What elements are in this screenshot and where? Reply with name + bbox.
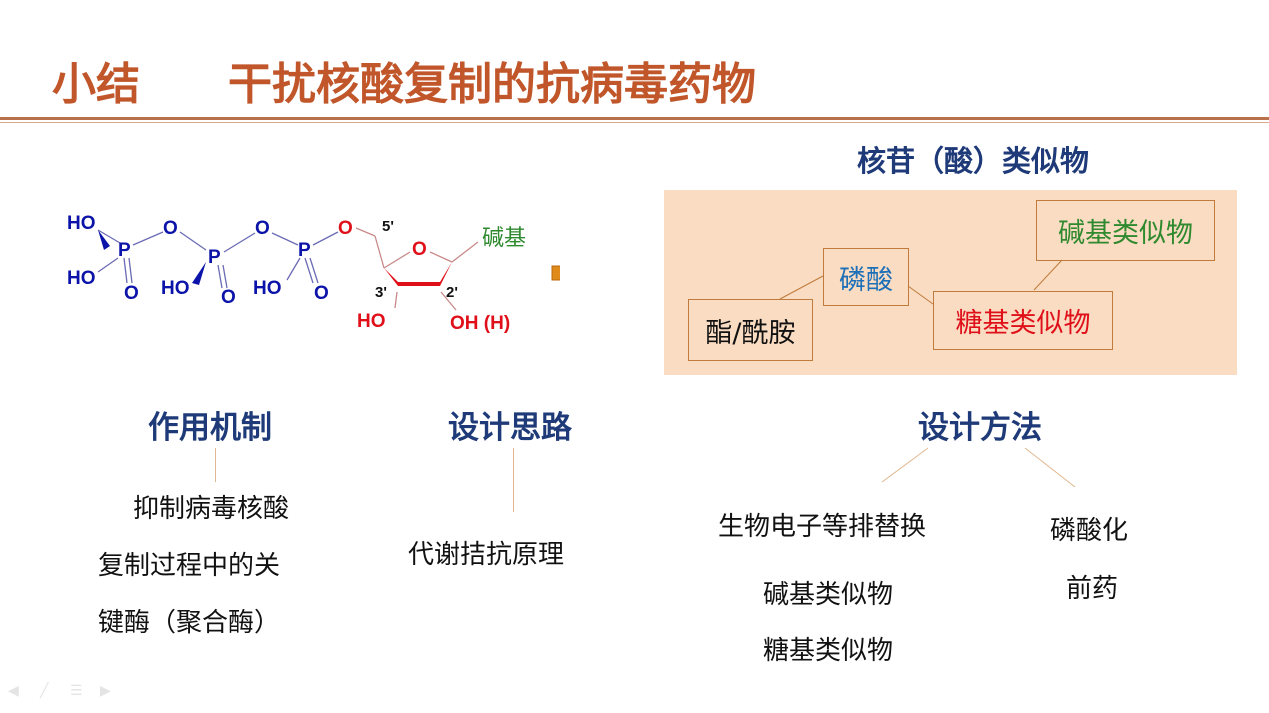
analog-panel: 碱基类似物 磷酸 糖基类似物 酯/酰胺 <box>664 190 1237 375</box>
atom-label: O <box>314 283 329 304</box>
pen-icon[interactable]: ╱ <box>40 683 49 699</box>
atom-label: O <box>338 218 353 239</box>
atom-label: OH (H) <box>450 313 510 334</box>
connector-lines <box>779 259 1063 305</box>
atom-label: P <box>118 240 131 261</box>
atom-label: HO <box>67 213 96 234</box>
arrow-icon <box>551 265 560 281</box>
atom-label: O <box>255 218 270 239</box>
summary-label: 小结 <box>52 59 140 110</box>
nucleotide-structure: HO HO P O O P HO O O P HO O O O HO OH (H… <box>67 213 560 334</box>
position-label: 5' <box>382 218 394 235</box>
page-title: 干扰核酸复制的抗病毒药物 <box>228 59 756 110</box>
phosphate-box: 磷酸 <box>823 248 909 306</box>
method-item: 磷酸化 <box>1050 516 1129 546</box>
position-label: 3' <box>375 284 387 301</box>
atom-label: P <box>298 240 311 261</box>
panel-title: 核苷（酸）类似物 <box>856 144 1090 178</box>
divider-thin <box>0 122 1269 123</box>
position-label: 2' <box>446 284 458 301</box>
mechanism-line: 键酶（聚合酶） <box>98 608 281 638</box>
menu-icon[interactable]: ☰ <box>70 683 83 699</box>
method-item: 前药 <box>1066 574 1119 604</box>
next-icon[interactable]: ▶ <box>100 683 111 699</box>
design-idea-heading: 设计思路 <box>448 410 572 446</box>
atom-label: HO <box>253 278 282 299</box>
atom-label: P <box>208 247 221 268</box>
connector-line <box>215 448 216 482</box>
design-method-heading: 设计方法 <box>918 410 1042 446</box>
method-item: 生物电子等排替换 <box>718 512 927 542</box>
atom-label: O <box>221 287 236 308</box>
atom-label: HO <box>67 268 96 289</box>
atom-label: HO <box>161 278 190 299</box>
mechanism-line: 抑制病毒核酸 <box>133 494 290 524</box>
ester-amide-box: 酯/酰胺 <box>688 299 813 361</box>
divider <box>0 117 1269 120</box>
atom-label: O <box>124 283 139 304</box>
method-item: 糖基类似物 <box>763 636 894 666</box>
atom-label: O <box>412 239 427 260</box>
connector-line <box>513 448 514 512</box>
design-idea-text: 代谢拮抗原理 <box>408 540 565 570</box>
base-label: 碱基 <box>482 226 526 251</box>
method-item: 碱基类似物 <box>763 580 894 610</box>
atom-label: HO <box>357 311 386 332</box>
mechanism-heading: 作用机制 <box>148 410 272 446</box>
sugar-analog-box: 糖基类似物 <box>933 291 1113 350</box>
mechanism-line: 复制过程中的关 <box>98 551 281 581</box>
atom-label: O <box>163 218 178 239</box>
previous-icon[interactable]: ◀ <box>8 683 19 699</box>
base-analog-box: 碱基类似物 <box>1036 200 1215 261</box>
